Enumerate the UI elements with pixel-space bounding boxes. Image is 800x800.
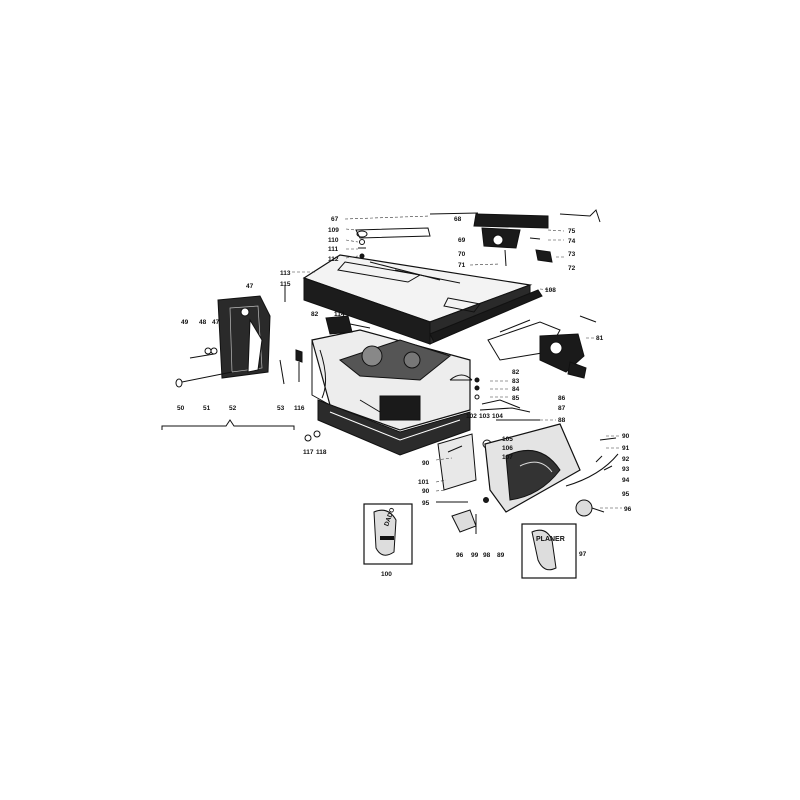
- callout-99: 99: [471, 552, 479, 559]
- guard-plate-101: [437, 433, 477, 491]
- callout-89: 89: [497, 552, 505, 559]
- callout-118: 118: [316, 449, 327, 456]
- callout-102: 102: [466, 413, 477, 420]
- callout-85: 85: [512, 395, 520, 402]
- callout-107: 107: [502, 454, 513, 461]
- threaded-rod-51: [175, 371, 233, 388]
- planer-insert-inset: [521, 523, 577, 579]
- callout-112: 112: [328, 256, 339, 263]
- callout-108: 108: [545, 287, 556, 294]
- tilt-bracket-assembly: [487, 315, 597, 379]
- callout-93: 93: [622, 466, 630, 473]
- callout-50: 50: [177, 405, 185, 412]
- callout-114: 114: [334, 311, 345, 318]
- callout-86: 86: [558, 395, 566, 402]
- rip-fence-bar: [429, 289, 543, 343]
- miter-gauge-head: [473, 209, 601, 267]
- callout-90-left: 90: [422, 460, 430, 467]
- callout-103: 103: [479, 413, 490, 420]
- inset-label-planer: PLANER: [536, 536, 565, 543]
- callout-95-right: 95: [622, 491, 630, 498]
- callout-74: 74: [568, 238, 576, 245]
- callout-68: 68: [454, 216, 462, 223]
- arbor-hardware-82-88: [474, 377, 540, 421]
- knob-96-left: [451, 509, 477, 533]
- blade-guard-89: [484, 423, 581, 513]
- callout-101: 101: [418, 479, 429, 486]
- callout-84: 84: [512, 386, 520, 393]
- left-side-plate: [189, 295, 271, 379]
- bolt-116: [295, 349, 303, 382]
- brace-marker: [161, 419, 295, 430]
- callout-72: 72: [568, 265, 576, 272]
- callout-90-top: 90: [622, 433, 630, 440]
- callout-82: 82: [512, 369, 520, 376]
- callout-labels: 67 68 75 109 110 111 112 69 74 70 73 71 …: [177, 216, 632, 578]
- callout-81: 81: [596, 335, 604, 342]
- callout-70: 70: [458, 251, 466, 258]
- callout-82-left: 82: [311, 311, 319, 318]
- callout-92: 92: [622, 456, 630, 463]
- callout-96-right: 96: [624, 506, 632, 513]
- callout-109: 109: [328, 227, 339, 234]
- blade-arbor: [449, 374, 473, 381]
- callout-69: 69: [458, 237, 466, 244]
- callout-100: 100: [381, 571, 392, 578]
- callout-94: 94: [622, 477, 630, 484]
- feet-117-118: [304, 430, 321, 442]
- callout-105: 105: [502, 436, 513, 443]
- guard-arc-94-95: [565, 437, 619, 487]
- callout-98: 98: [483, 552, 491, 559]
- callout-111: 111: [328, 246, 339, 253]
- callout-48: 48: [199, 319, 207, 326]
- callout-91: 91: [622, 445, 630, 452]
- callout-67: 67: [331, 216, 339, 223]
- callout-104: 104: [492, 413, 503, 420]
- callout-115: 115: [280, 281, 291, 288]
- callout-47-top: 47: [246, 283, 254, 290]
- callout-95-left: 95: [422, 500, 430, 507]
- callout-83: 83: [512, 378, 520, 385]
- saw-base-cabinet: [311, 329, 471, 456]
- callout-51: 51: [203, 405, 211, 412]
- callout-90-mid: 90: [422, 488, 430, 495]
- callout-52: 52: [229, 405, 237, 412]
- callout-96-left: 96: [456, 552, 464, 559]
- callout-47: 47: [212, 319, 220, 326]
- callout-73: 73: [568, 251, 576, 258]
- callout-110: 110: [328, 237, 339, 244]
- callout-88: 88: [558, 417, 566, 424]
- callout-117: 117: [303, 449, 314, 456]
- callout-113: 113: [280, 270, 291, 277]
- callout-49: 49: [181, 319, 189, 326]
- callout-53: 53: [277, 405, 285, 412]
- small-hardware-109-112: [358, 239, 366, 259]
- callout-116: 116: [294, 405, 305, 412]
- knob-96-right: [575, 499, 605, 517]
- left-bracket-82-114: [325, 315, 371, 335]
- bolt-53: [279, 359, 285, 385]
- small-parts-98-99: [475, 497, 489, 534]
- callout-87: 87: [558, 405, 566, 412]
- callout-71: 71: [458, 262, 466, 269]
- callout-75: 75: [568, 228, 576, 235]
- callout-97: 97: [579, 551, 587, 558]
- leader-lines: [292, 228, 622, 509]
- fence-rail-top: [344, 212, 479, 239]
- dado-insert-inset: [363, 503, 413, 565]
- callout-106: 106: [502, 445, 513, 452]
